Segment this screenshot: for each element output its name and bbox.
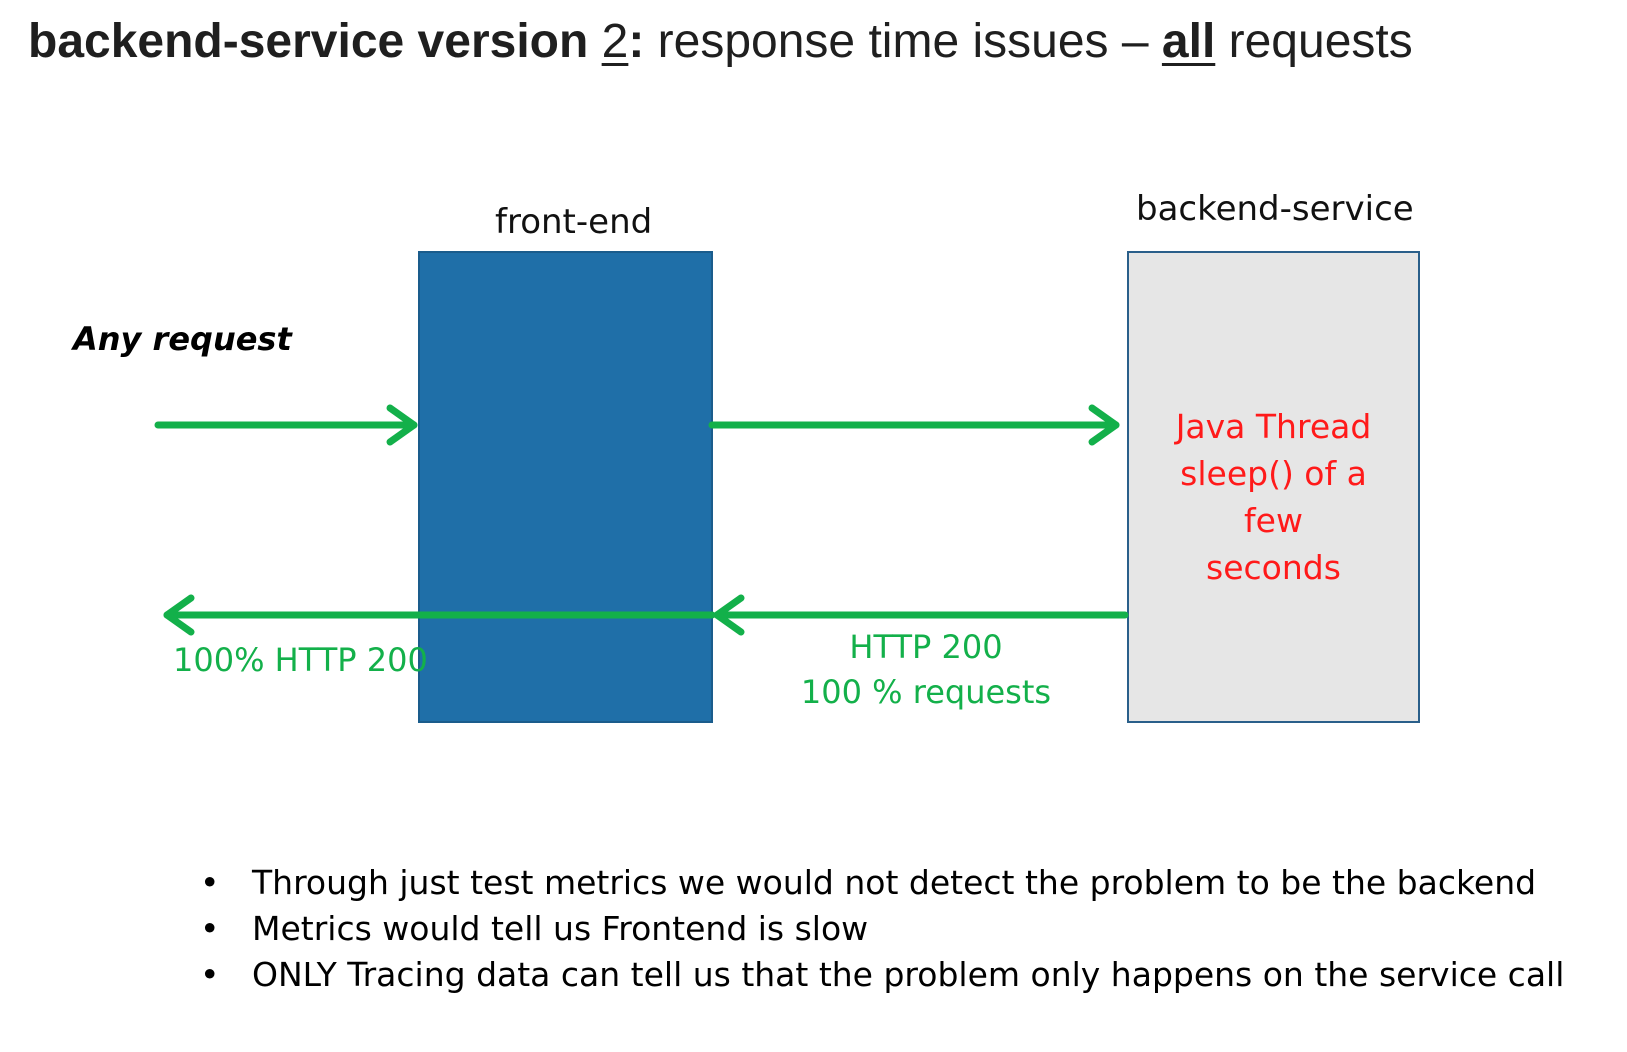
title-colon: :: [628, 15, 645, 68]
backend-note-line-1: Java Thread: [1175, 407, 1372, 446]
bullet-marker: •: [200, 909, 220, 948]
frontend-box: [418, 251, 713, 723]
title-part4: requests: [1215, 15, 1413, 68]
frontend-response-arrow: [163, 594, 716, 636]
title-version-number: 2: [601, 15, 629, 68]
bullet-marker: •: [200, 955, 220, 994]
backend-note-line-3: few: [1244, 501, 1303, 540]
title-emphasis: all: [1161, 15, 1216, 68]
bullet-text: ONLY Tracing data can tell us that the p…: [252, 955, 1565, 994]
title-part3: response time issues –: [644, 15, 1162, 68]
frontend-to-backend-arrow: [708, 404, 1120, 446]
slide-title: backend-service version 2: response time…: [28, 10, 1413, 74]
backend-label: backend-service: [1136, 189, 1414, 229]
bullet-item: • ONLY Tracing data can tell us that the…: [200, 952, 1564, 998]
backend-note-line-2: sleep() of a: [1180, 454, 1367, 493]
incoming-request-arrow: [154, 404, 418, 446]
frontend-label: front-end: [495, 202, 653, 242]
bullet-item: • Metrics would tell us Frontend is slow: [200, 906, 1564, 952]
bullet-marker: •: [200, 863, 220, 902]
backend-box: [1127, 251, 1420, 723]
response-left-label: 100% HTTP 200: [173, 641, 428, 679]
title-part1: backend-service version: [28, 15, 602, 68]
backend-response-arrow: [713, 594, 1129, 636]
response-right-line-2: 100 % requests: [800, 673, 1052, 711]
backend-note-line-4: seconds: [1206, 548, 1341, 587]
response-right-line-1: HTTP 200: [849, 628, 1003, 666]
bullet-text: Metrics would tell us Frontend is slow: [252, 909, 869, 948]
bullet-item: • Through just test metrics we would not…: [200, 860, 1564, 906]
backend-note: Java Thread sleep() of a few seconds: [1128, 403, 1419, 591]
bullet-text: Through just test metrics we would not d…: [252, 863, 1537, 902]
incoming-request-label: Any request: [73, 320, 292, 358]
bullet-list: • Through just test metrics we would not…: [200, 860, 1564, 998]
